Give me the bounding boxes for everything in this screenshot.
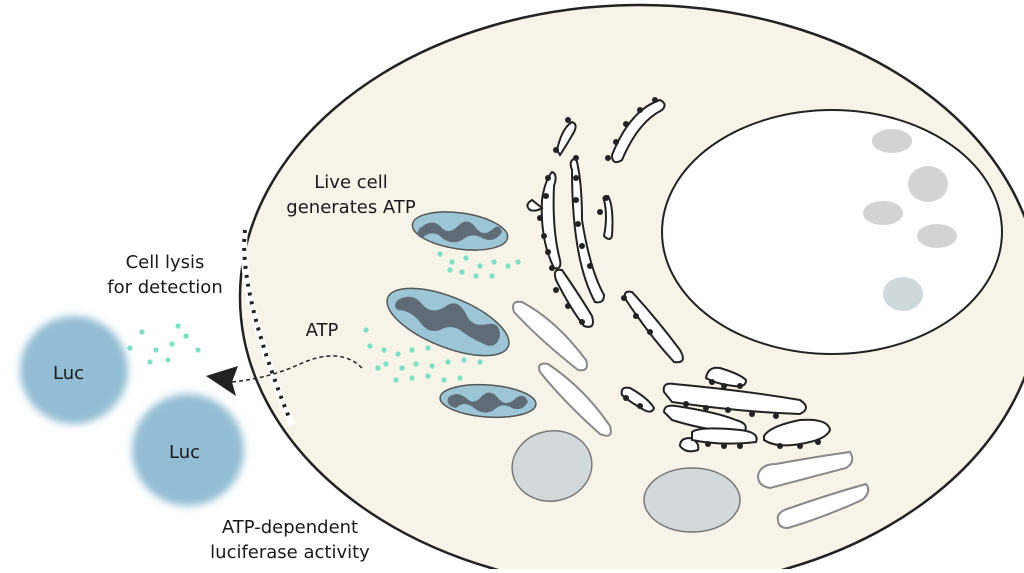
atp-dot [375, 365, 381, 371]
atp-dot [395, 351, 401, 357]
atp-dot [429, 363, 435, 369]
atp-dot [153, 347, 159, 353]
atp-dot [165, 357, 171, 363]
lysed-membrane-dotted [242, 229, 292, 421]
label-cell-lysis-line1: Cell lysis [125, 252, 205, 273]
atp-dot [147, 359, 153, 365]
atp-dot [413, 361, 419, 367]
smooth-organelles [512, 300, 870, 530]
vesicle [511, 430, 593, 502]
luciferase-blob [20, 316, 128, 424]
lysis-gap-mask [240, 225, 296, 427]
atp-dot [489, 273, 495, 279]
nucleolus [917, 224, 957, 248]
atp-dot [367, 343, 373, 349]
mitochondrion [411, 211, 509, 251]
atp-dot [409, 347, 415, 353]
rough-er [526, 98, 832, 453]
luciferase-blob [132, 394, 244, 506]
atp-dot [505, 263, 511, 269]
mitochondrion [386, 287, 510, 357]
atp-molecules [127, 251, 521, 383]
vesicle [643, 467, 741, 533]
luc-label: Luc [53, 363, 85, 384]
atp-dot [409, 375, 415, 381]
atp-dot [473, 273, 479, 279]
atp-dot [381, 347, 387, 353]
atp-dot [183, 333, 189, 339]
atp-dot [139, 329, 145, 335]
arrow-head [206, 366, 238, 396]
nucleolus [908, 166, 948, 202]
label-live-cell: Live cell generates ATP [286, 170, 416, 220]
atp-dot [399, 365, 405, 371]
atp-dot [449, 259, 455, 265]
atp-dot [491, 259, 497, 265]
label-cell-lysis-line2: for detection [107, 277, 223, 298]
label-live-cell-line1: Live cell [314, 172, 388, 193]
atp-dot [477, 263, 483, 269]
dashed-arrow [231, 355, 363, 383]
atp-dot [447, 267, 453, 273]
label-atp: ATP [305, 320, 339, 341]
nucleolus [872, 129, 912, 153]
atp-dot [461, 357, 467, 363]
atp-dot [515, 259, 521, 265]
atp-dot [393, 377, 399, 383]
atp-dot [445, 359, 451, 365]
label-activity-line2: luciferase activity [210, 542, 370, 563]
atp-dot [477, 359, 483, 365]
luc-label: Luc [169, 442, 201, 463]
atp-dot [175, 323, 181, 329]
label-activity-line1: ATP-dependent [221, 517, 359, 538]
ribosomes [537, 97, 821, 449]
atp-dot [457, 375, 463, 381]
atp-dot [425, 373, 431, 379]
nucleolus [883, 277, 923, 311]
atp-dot [437, 251, 443, 257]
label-live-cell-line2: generates ATP [286, 197, 416, 218]
atp-dot [127, 345, 133, 351]
atp-dot [425, 345, 431, 351]
atp-dot [195, 347, 201, 353]
atp-dot [383, 361, 389, 367]
atp-dot [463, 255, 469, 261]
atp-dot [363, 327, 369, 333]
atp-dot [459, 269, 465, 275]
atp-dot [169, 341, 175, 347]
label-luciferase-activity: ATP-dependent luciferase activity [192, 515, 388, 565]
label-cell-lysis: Cell lysis for detection [90, 250, 240, 300]
mitochondrion [439, 383, 537, 419]
atp-dot [441, 377, 447, 383]
nucleolus [863, 201, 903, 225]
